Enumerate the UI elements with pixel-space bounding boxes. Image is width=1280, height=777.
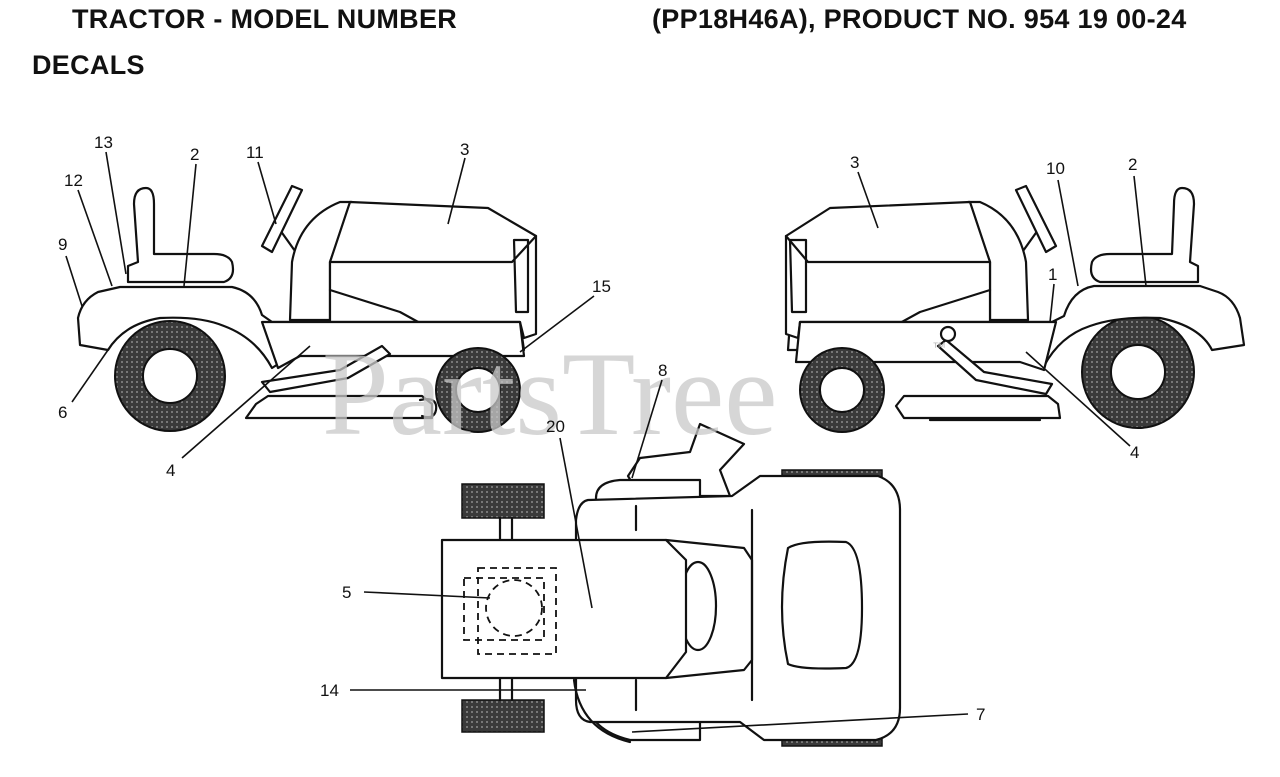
right-front-wheel xyxy=(799,347,885,433)
left-frame xyxy=(260,320,526,370)
callout-10-right: 10 xyxy=(1046,159,1065,178)
left-side-view xyxy=(76,184,538,433)
leader-lines xyxy=(65,151,1147,733)
callout-7-top: 7 xyxy=(976,705,985,724)
top-fuel-cap-outline xyxy=(485,579,543,637)
top-hood xyxy=(440,538,688,680)
watermark-text: PartsTree xyxy=(322,327,778,460)
callout-labels: 13 2 11 3 12 9 15 6 4 3 10 2 1 4 8 20 5 … xyxy=(58,133,1139,724)
callout-11-left: 11 xyxy=(246,143,264,162)
callout-13-left: 13 xyxy=(94,133,113,152)
left-steering-wheel xyxy=(260,184,304,254)
callout-12-left: 12 xyxy=(64,171,83,190)
watermark-trademark: ™ xyxy=(932,339,946,355)
right-rear-wheel xyxy=(1081,315,1195,429)
diagram-title-model: TRACTOR - MODEL NUMBER xyxy=(72,4,458,34)
top-view xyxy=(440,422,902,747)
callout-2-right: 2 xyxy=(1128,155,1137,174)
top-front-left-wheel xyxy=(461,483,545,519)
right-steering-wheel xyxy=(1014,184,1058,254)
callout-14-top: 14 xyxy=(320,681,339,700)
callout-1-right: 1 xyxy=(1048,265,1057,284)
callout-2-left: 2 xyxy=(190,145,199,164)
right-hood xyxy=(784,200,992,340)
section-heading: DECALS xyxy=(32,50,145,80)
left-seat xyxy=(126,186,235,284)
right-deck-lift-lever xyxy=(936,338,1054,396)
callout-9-left: 9 xyxy=(58,235,67,254)
callout-8-top: 8 xyxy=(658,361,667,380)
callout-4-right: 4 xyxy=(1130,443,1139,462)
callout-4-left: 4 xyxy=(166,461,175,480)
callout-5-top: 5 xyxy=(342,583,351,602)
callout-3-right: 3 xyxy=(850,153,859,172)
right-mower-deck xyxy=(894,394,1062,420)
top-decal-outline-back xyxy=(463,577,545,641)
left-hood xyxy=(328,200,538,340)
right-side-view xyxy=(784,184,1246,433)
top-decal-outline-front xyxy=(477,567,557,655)
right-lever-knob xyxy=(939,325,957,343)
callout-6-left: 6 xyxy=(58,403,67,422)
callout-3-left: 3 xyxy=(460,140,469,159)
diagram-title-product: (PP18H46A), PRODUCT NO. 954 19 00-24 xyxy=(652,4,1187,34)
left-rear-wheel xyxy=(114,320,226,432)
left-mower-deck xyxy=(244,394,434,420)
callout-15-left: 15 xyxy=(592,277,611,296)
callout-20-top: 20 xyxy=(546,417,565,436)
top-seat xyxy=(780,540,864,670)
left-front-wheel xyxy=(435,347,521,433)
right-seat xyxy=(1089,186,1200,284)
left-deck-lift-lever xyxy=(260,344,392,394)
top-front-right-wheel xyxy=(461,699,545,733)
